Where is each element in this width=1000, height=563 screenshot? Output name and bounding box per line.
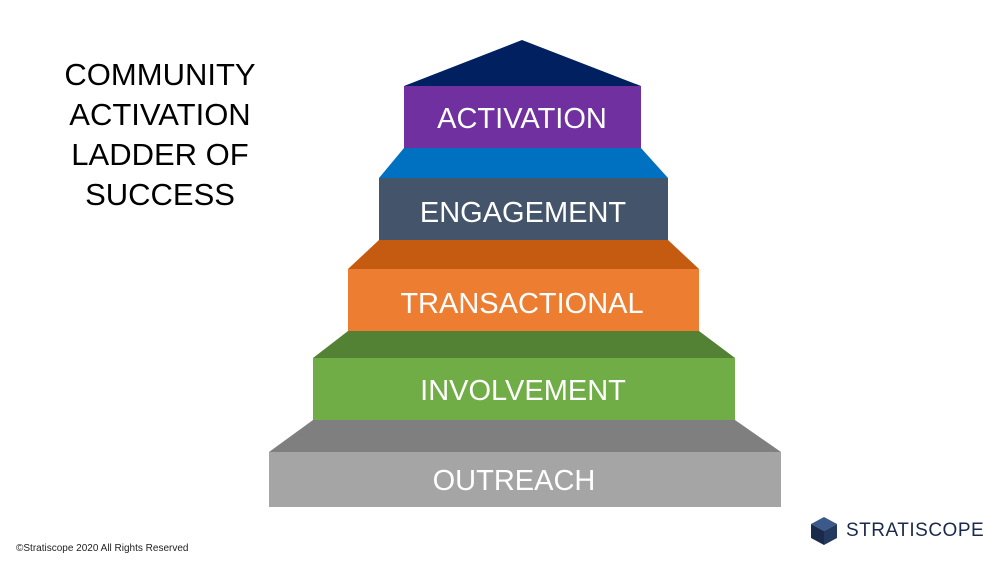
step-engagement-label: ENGAGEMENT bbox=[420, 197, 627, 229]
cube-icon bbox=[811, 517, 837, 545]
step-transactional-front bbox=[348, 269, 699, 331]
diagram-title: COMMUNITY ACTIVATION LADDER OF SUCCESS bbox=[50, 55, 270, 215]
step-involvement-top bbox=[313, 331, 735, 358]
brand-logo: STRATISCOPE bbox=[810, 516, 984, 546]
step-outreach-top bbox=[269, 420, 781, 452]
title-line: SUCCESS bbox=[85, 177, 235, 212]
step-activation-label: ACTIVATION bbox=[437, 103, 607, 135]
step-involvement-label: INVOLVEMENT bbox=[420, 375, 626, 407]
step-transactional-label: TRANSACTIONAL bbox=[400, 288, 643, 320]
ladder-roof bbox=[404, 40, 641, 86]
title-line: LADDER OF bbox=[71, 137, 249, 172]
brand-name: STRATISCOPE bbox=[846, 520, 985, 541]
step-engagement-top bbox=[379, 148, 668, 178]
step-transactional-top bbox=[348, 240, 699, 269]
title-line: COMMUNITY bbox=[64, 57, 256, 92]
copyright-text: ©Stratiscope 2020 All Rights Reserved bbox=[16, 543, 189, 554]
step-engagement-front bbox=[379, 178, 668, 240]
step-outreach-front bbox=[269, 452, 781, 507]
step-involvement-front bbox=[313, 358, 735, 420]
step-activation-front bbox=[404, 86, 641, 148]
step-outreach-label: OUTREACH bbox=[433, 465, 596, 497]
title-line: ACTIVATION bbox=[69, 97, 251, 132]
